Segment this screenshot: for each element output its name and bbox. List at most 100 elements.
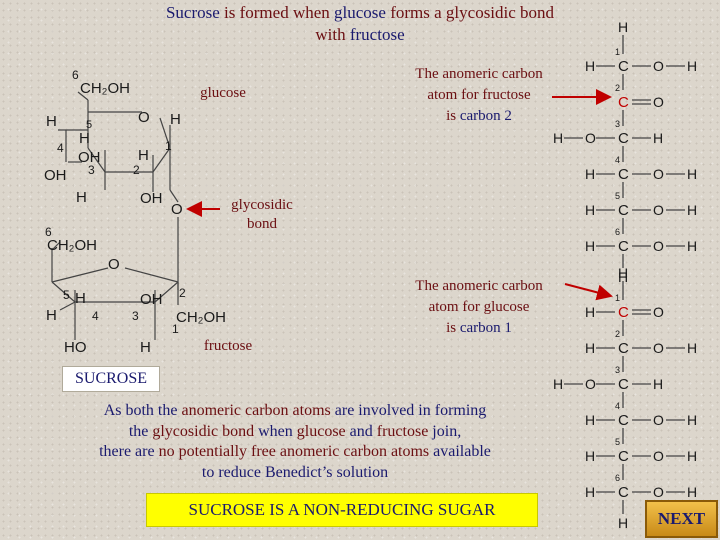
h-label: H — [76, 189, 87, 206]
title-text: forms a glycosidic bond — [385, 3, 555, 22]
h-label: H — [553, 130, 563, 146]
carbon-label: C — [618, 484, 629, 501]
h-label: H — [687, 238, 697, 254]
explain-text: to reduce Benedict’s solution — [201, 463, 389, 481]
c3-number: 3 — [132, 309, 139, 323]
h-label: H — [138, 147, 149, 164]
h-label: H — [46, 113, 57, 130]
explain-highlight: anomeric carbon atoms — [181, 402, 331, 419]
glycosidic-bond-caption: glycosidic bond — [217, 196, 307, 234]
h-label: H — [585, 238, 595, 254]
glucose-ring — [58, 91, 179, 203]
h-label: H — [75, 290, 86, 307]
title-text: with — [315, 25, 350, 44]
oh-label: OH — [44, 167, 67, 184]
non-reducing-sugar-banner: SUCROSE IS A NON-REDUCING SUGAR — [146, 493, 538, 527]
ch2oh-label: CH₂OH — [47, 237, 97, 254]
c6-number: 6 — [72, 68, 79, 82]
carbon-label: C — [618, 412, 629, 429]
fructose-ring — [51, 241, 179, 340]
h-label: H — [687, 484, 697, 500]
h-label: H — [79, 130, 90, 147]
title-sucrose: Sucrose — [165, 3, 220, 22]
next-button[interactable]: NEXT — [645, 500, 718, 538]
h-label: H — [618, 265, 628, 281]
h-label: H — [687, 202, 697, 218]
c2-number: 2 — [179, 286, 186, 300]
caption-carbon-2: carbon 2 — [459, 108, 512, 124]
caption-line: atom for glucose — [428, 299, 530, 315]
h-label: H — [585, 304, 595, 320]
oh-label: OH — [140, 190, 163, 207]
ch2oh-label: CH₂OH — [176, 309, 226, 326]
carbon-label: C — [618, 376, 629, 393]
title-fructose: fructose — [349, 25, 405, 44]
anomeric-carbon: C — [618, 304, 629, 321]
c5-number: 5 — [63, 288, 70, 302]
explain-text: and — [345, 422, 377, 440]
explain-text: the — [128, 422, 153, 440]
c6-number: 6 — [45, 225, 52, 239]
caption-line: The anomeric carbon — [415, 66, 543, 82]
h-label: H — [653, 130, 663, 146]
o-label: O — [653, 166, 664, 182]
caption-line: bond — [247, 216, 277, 232]
carbon-number: 2 — [615, 329, 620, 339]
o-label: O — [653, 340, 664, 356]
title-glucose: glucose — [334, 3, 386, 22]
o-label: O — [653, 58, 664, 74]
oh-label: OH — [140, 291, 163, 308]
carbon-label: C — [618, 238, 629, 255]
glucose-anomeric-caption: The anomeric carbon atom for glucose is … — [388, 276, 570, 339]
carbon-label: C — [618, 58, 629, 75]
h-label: H — [687, 58, 697, 74]
c3-number: 3 — [88, 163, 95, 177]
h-label: H — [585, 58, 595, 74]
explain-text: join, — [428, 422, 462, 440]
carbon-number: 3 — [615, 365, 620, 375]
explain-highlight: glycosidic bond — [152, 422, 255, 440]
h-label: H — [170, 111, 181, 128]
caption-carbon-1: carbon 1 — [459, 320, 512, 336]
h-label: H — [585, 448, 595, 464]
h-label: H — [585, 412, 595, 428]
h-label: H — [618, 269, 628, 285]
explain-highlight: glucose — [296, 422, 346, 440]
carbon-number: 5 — [615, 191, 620, 201]
o-label: O — [653, 202, 664, 218]
h-label: H — [687, 448, 697, 464]
h-label: H — [687, 412, 697, 428]
caption-line: glycosidic — [231, 197, 293, 213]
oh-label: OH — [78, 149, 101, 166]
glucose-ring-labels: 6 CH₂OH O H H 5 H 4 OH OH 3 H 2 1 H OH — [44, 68, 181, 207]
h-label: H — [553, 376, 563, 392]
c5-number: 5 — [86, 119, 92, 131]
carbon-number: 1 — [615, 293, 620, 303]
h-label: H — [585, 340, 595, 356]
carbon-label: C — [618, 130, 629, 147]
carbon-label: C — [618, 202, 629, 219]
anomeric-carbon: C — [618, 94, 629, 111]
fructose-caption: fructose — [203, 338, 253, 354]
h-label: H — [653, 376, 663, 392]
c4-number: 4 — [92, 309, 99, 323]
explain-text: are involved in forming — [330, 402, 487, 419]
fructose-ring-labels: 6 CH₂OH O 5 H OH 2 H 4 3 CH₂OH 1 HO H — [45, 225, 226, 356]
caption-line: atom for fructose — [427, 87, 531, 103]
explain-text: As both the — [103, 402, 182, 419]
carbon-number: 6 — [615, 473, 620, 483]
explain-highlight: fructose — [376, 422, 429, 440]
o-label: O — [653, 304, 664, 320]
ho-label: HO — [64, 339, 87, 356]
carbon-number: 3 — [615, 119, 620, 129]
glucose-caption: glucose — [200, 85, 246, 101]
h-label: H — [618, 515, 628, 531]
h-label: H — [687, 340, 697, 356]
h-label: H — [585, 166, 595, 182]
o-label: O — [585, 376, 596, 392]
h-label: H — [618, 19, 628, 35]
o-label: O — [653, 94, 664, 110]
carbon-label: C — [618, 166, 629, 183]
